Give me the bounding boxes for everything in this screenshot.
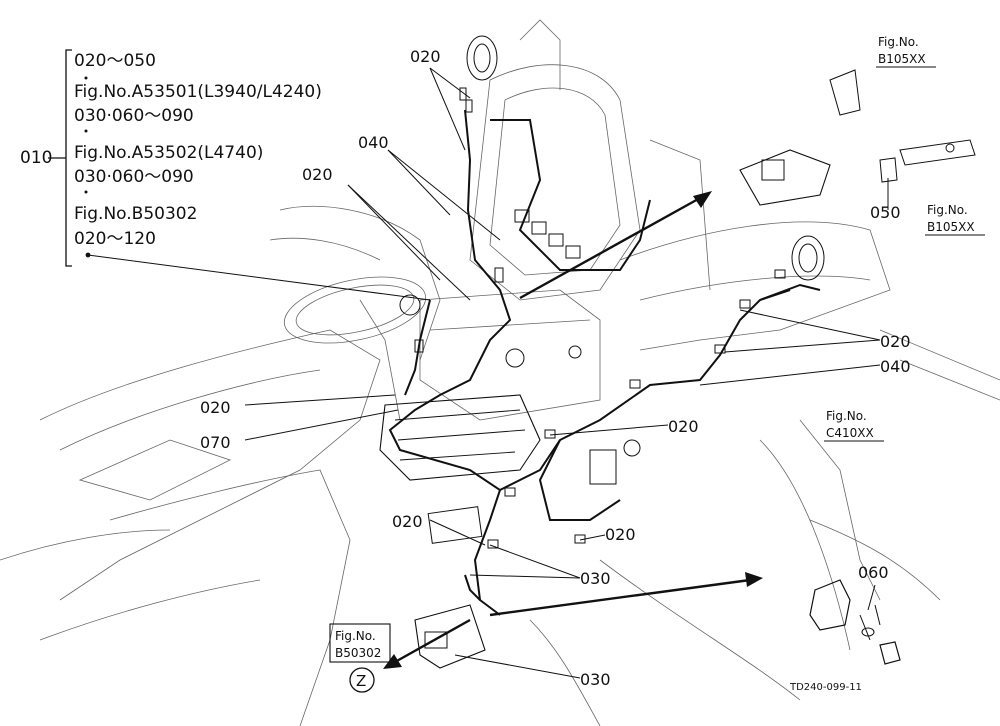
legend-block: 010 020～050 Fig.No.A53501(L3940/L4240) 0…	[20, 49, 322, 267]
callout-020-dash: 020	[302, 165, 333, 184]
callout-050: 050	[870, 203, 901, 222]
legend-line-6: Fig.No.B50302	[74, 204, 197, 224]
legend-line-4: Fig.No.A53502(L4740)	[74, 143, 263, 163]
view-marker-z: Z	[349, 667, 375, 693]
callout-020-left: 020	[200, 398, 231, 417]
leader-lines	[85, 67, 889, 679]
callout-020-fender: 020	[880, 332, 911, 351]
legend-parent-number: 010	[20, 148, 52, 168]
callout-020-top: 020	[410, 47, 441, 66]
figure-ref-label: Fig.No.	[826, 409, 867, 423]
figure-ref-code: B105XX	[878, 52, 926, 66]
figure-ref-label: Fig.No.	[927, 203, 968, 217]
callout-040-seat: 040	[358, 133, 389, 152]
callout-020-center: 020	[668, 417, 699, 436]
callout-020-lower-left: 020	[392, 512, 423, 531]
direction-arrows	[383, 191, 763, 669]
callout-030-upper: 030	[580, 569, 611, 588]
legend-line-7: 020～120	[74, 229, 156, 249]
legend-line-3: 030·060～090	[74, 106, 194, 126]
figure-ref-label: Fig.No.	[878, 35, 919, 49]
figure-ref-c410xx[interactable]: Fig.No. C410XX	[824, 409, 884, 442]
legend-line-1: 020～050	[74, 51, 156, 71]
callout-060: 060	[858, 563, 889, 582]
drawing-code: TD240-099-11	[789, 682, 862, 693]
callout-070: 070	[200, 433, 231, 452]
legend-line-5: 030·060～090	[74, 167, 194, 187]
figure-ref-b105xx-right[interactable]: Fig.No. B105XX	[925, 203, 985, 236]
legend-line-2: Fig.No.A53501(L3940/L4240)	[74, 82, 322, 102]
figure-ref-label: Fig.No.	[335, 629, 376, 643]
callout-020-lower-right: 020	[605, 525, 636, 544]
figure-ref-code: B105XX	[927, 220, 975, 234]
callout-labels: 020 040 020 020 040 020 070 020 020 020 …	[200, 47, 911, 689]
wire-harness	[388, 87, 821, 616]
figure-ref-code: C410XX	[826, 426, 874, 440]
figure-ref-code: B50302	[335, 646, 381, 660]
view-marker-letter: Z	[356, 672, 366, 690]
callout-030-lower: 030	[580, 670, 611, 689]
callout-040-fender: 040	[880, 357, 911, 376]
figure-ref-b105xx-top[interactable]: Fig.No. B105XX	[876, 35, 936, 68]
figure-ref-b50302[interactable]: Fig.No. B50302	[329, 623, 391, 663]
